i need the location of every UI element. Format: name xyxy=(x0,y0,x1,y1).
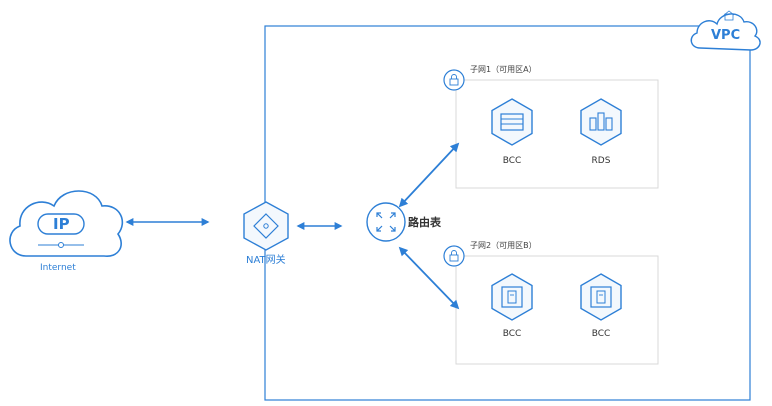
subnet2-box xyxy=(455,255,659,365)
subnet1-lock-icon xyxy=(443,69,465,91)
vpc-cloud-icon xyxy=(690,10,761,51)
internet-cloud-icon xyxy=(9,190,124,257)
bcc-server-icon xyxy=(491,98,533,146)
route-table-label: 路由表 xyxy=(408,216,441,229)
rds-database-icon xyxy=(580,98,622,146)
subnet1-node-label: RDS xyxy=(591,156,611,166)
route-subnet2-link xyxy=(398,246,460,310)
nat-gateway-label: NAT网关 xyxy=(246,255,286,266)
subnet1-box xyxy=(455,79,659,189)
bcc-instance-icon xyxy=(580,273,622,321)
subnet1-node-label: BCC xyxy=(502,156,522,166)
route-table-icon xyxy=(366,202,406,242)
internet-label: Internet xyxy=(40,263,76,273)
route-subnet1-link xyxy=(398,142,460,208)
subnet2-title: 子网2（可用区B） xyxy=(470,241,537,250)
subnet1-title: 子网1（可用区A） xyxy=(470,65,537,74)
subnet2-node-label: BCC xyxy=(502,329,522,339)
bcc-instance-icon xyxy=(491,273,533,321)
ip-label: IP xyxy=(53,215,70,233)
nat-gateway-icon xyxy=(243,201,289,251)
vpc-label: VPC xyxy=(711,28,741,43)
subnet2-node-label: BCC xyxy=(591,329,611,339)
subnet2-lock-icon xyxy=(443,245,465,267)
